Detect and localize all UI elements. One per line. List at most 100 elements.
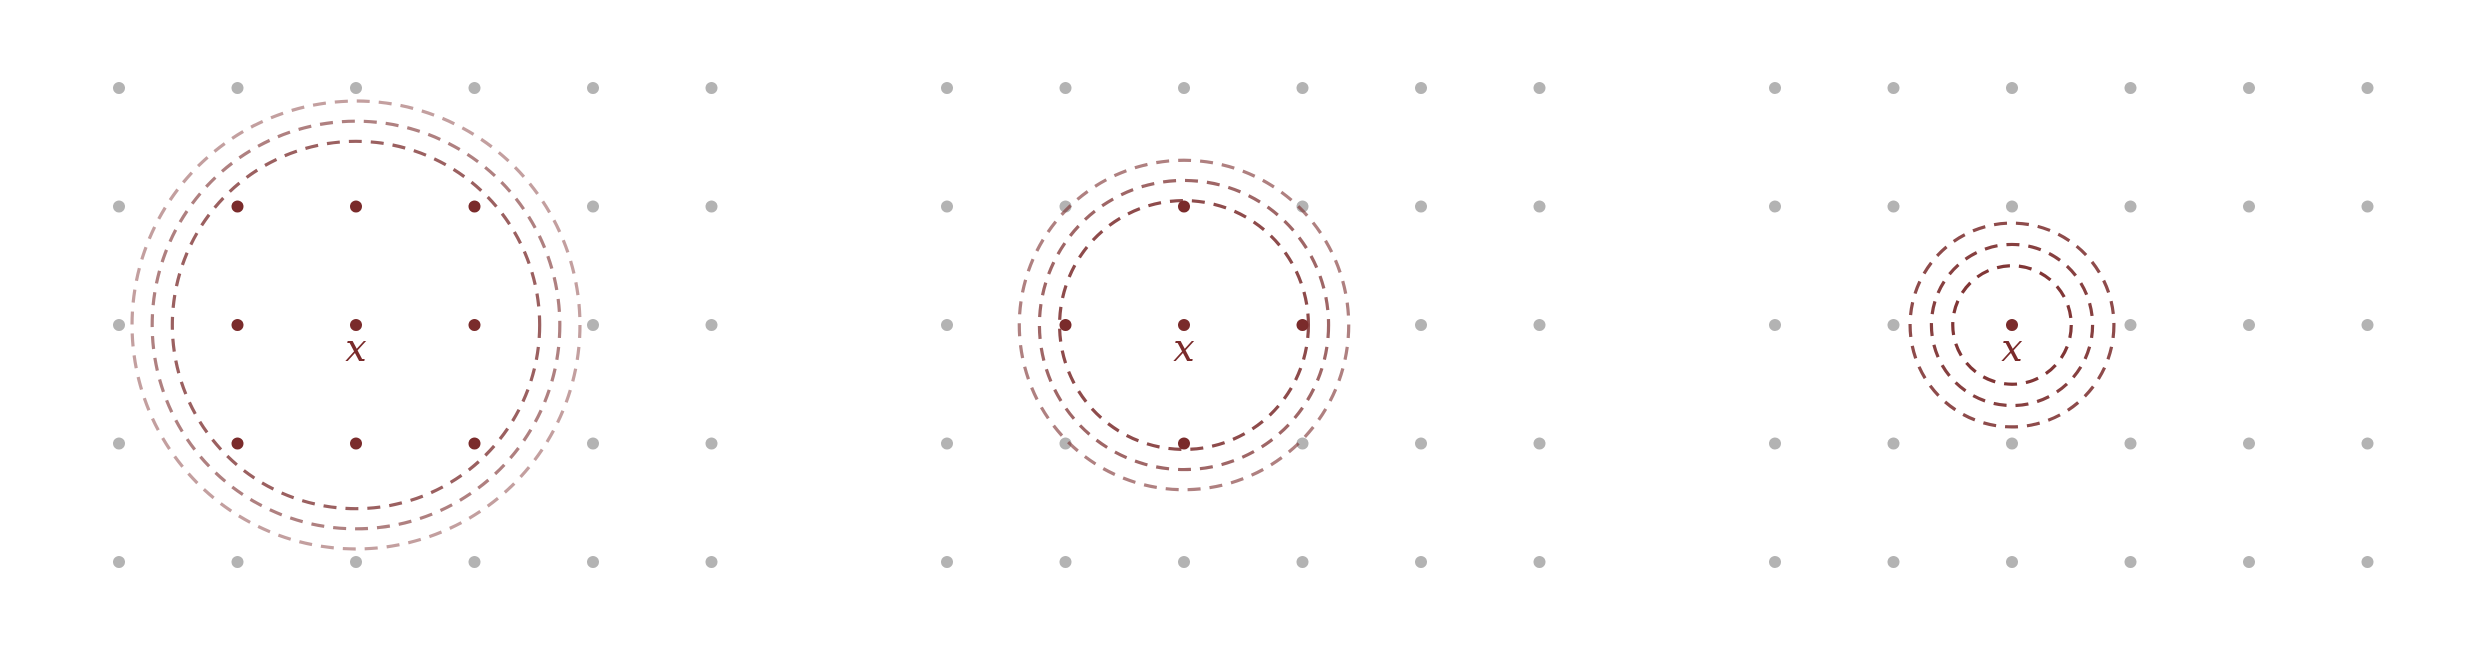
grid-point (2243, 82, 2255, 94)
grid-point (1059, 82, 1072, 94)
neighbor-point (1178, 319, 1190, 331)
grid-point (113, 200, 125, 213)
grid-point (1296, 437, 1309, 450)
neighbor-point (1059, 319, 1072, 331)
grid-point (2124, 200, 2137, 213)
grid-point (1296, 556, 1309, 568)
grid-point (113, 319, 125, 331)
neighbor-point (468, 200, 481, 213)
neighbor-point (231, 319, 244, 331)
center-label-x: x (345, 326, 366, 370)
center-label-x: x (2001, 326, 2022, 370)
grid-point (113, 82, 125, 94)
neighbor-point (468, 437, 481, 450)
neighbor-point (350, 319, 362, 331)
grid-point (705, 437, 718, 450)
neighbor-point (350, 437, 362, 450)
panel-middle: x (941, 82, 1546, 568)
grid-point (2124, 82, 2137, 94)
neighborhood-ring (1929, 242, 2095, 408)
grid-point (1415, 556, 1427, 568)
grid-point (1415, 200, 1427, 213)
grid-point (2243, 319, 2255, 331)
grid-point (1887, 319, 1900, 331)
grid-point (113, 437, 125, 450)
grid-point (1533, 200, 1546, 213)
grid-point (1769, 319, 1781, 331)
neighborhood-ring (150, 119, 562, 531)
panel-left: x (113, 82, 718, 568)
grid-point (2361, 200, 2374, 213)
grid-point (1533, 556, 1546, 568)
neighbor-point (1296, 319, 1309, 331)
center-label-x: x (1173, 326, 1194, 370)
neighbor-point (2006, 319, 2018, 331)
grid-point (1178, 82, 1190, 94)
grid-point (705, 556, 718, 568)
neighbor-point (1178, 200, 1190, 213)
grid-point (1533, 82, 1546, 94)
grid-point (2243, 200, 2255, 213)
panel-right: x (1769, 82, 2374, 568)
neighborhood-ring (130, 99, 582, 551)
grid-point (1887, 200, 1900, 213)
grid-point (1415, 437, 1427, 450)
grid-point (2243, 556, 2255, 568)
grid-point (350, 82, 362, 94)
grid-point (2006, 200, 2018, 213)
grid-point (1887, 437, 1900, 450)
grid-point (941, 556, 953, 568)
grid-point (1769, 556, 1781, 568)
grid-point (941, 82, 953, 94)
grid-point (468, 82, 481, 94)
neighborhood-ring (1057, 198, 1311, 452)
grid-point (113, 556, 125, 568)
neighbor-point (231, 200, 244, 213)
grid-point (231, 556, 244, 568)
grid-point (1887, 556, 1900, 568)
grid-point (1533, 319, 1546, 331)
grid-point (2361, 437, 2374, 450)
grid-point (2124, 319, 2137, 331)
neighborhood-ring (1908, 221, 2116, 429)
grid-point (2243, 437, 2255, 450)
grid-point (587, 82, 599, 94)
grid-point (1059, 556, 1072, 568)
grid-point (2124, 556, 2137, 568)
grid-point (1178, 556, 1190, 568)
grid-point (1769, 437, 1781, 450)
grid-point (2006, 556, 2018, 568)
grid-point (1533, 437, 1546, 450)
neighbor-point (350, 200, 362, 213)
grid-point (231, 82, 244, 94)
grid-point (941, 319, 953, 331)
neighborhood-ring (1951, 264, 2073, 386)
grid-point (587, 556, 599, 568)
grid-point (2006, 437, 2018, 450)
grid-point (587, 319, 599, 331)
grid-point (350, 556, 362, 568)
grid-point (1296, 82, 1309, 94)
grid-point (1415, 319, 1427, 331)
grid-point (1769, 200, 1781, 213)
neighbor-point (1178, 437, 1190, 450)
neighborhood-ring (1017, 158, 1351, 492)
neighborhood-ring (170, 139, 542, 511)
grid-point (587, 437, 599, 450)
grid-point (941, 437, 953, 450)
grid-point (1415, 82, 1427, 94)
grid-point (2006, 82, 2018, 94)
grid-point (468, 556, 481, 568)
grid-point (587, 200, 599, 213)
neighbor-point (468, 319, 481, 331)
grid-point (705, 319, 718, 331)
grid-point (705, 82, 718, 94)
grid-point (2361, 556, 2374, 568)
grid-point (2361, 319, 2374, 331)
neighbor-point (231, 437, 244, 450)
grid-point (2124, 437, 2137, 450)
grid-point (2361, 82, 2374, 94)
neighborhood-ring (1037, 178, 1331, 472)
grid-point (941, 200, 953, 213)
